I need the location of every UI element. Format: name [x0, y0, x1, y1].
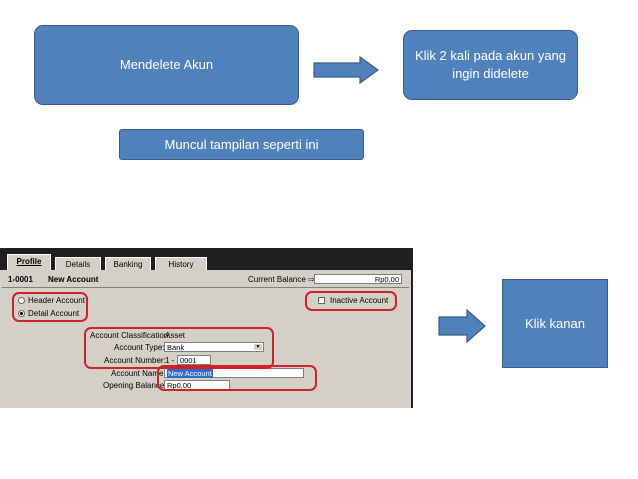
tab-bar: Profile Details Banking History — [0, 249, 411, 270]
account-type-select[interactable]: Bank ▼ — [164, 342, 264, 352]
step-box-view-appears: Muncul tampilan seperti ini — [119, 129, 364, 160]
account-number-field[interactable]: 0001 — [177, 355, 211, 365]
account-number-label: Account Number: — [104, 356, 166, 365]
tab-banking[interactable]: Banking — [105, 257, 151, 270]
highlight-account-kind — [12, 292, 88, 322]
divider — [2, 287, 409, 288]
step-box-right-click: Klik kanan — [502, 279, 608, 368]
account-number-header: 1-0001 — [8, 275, 33, 284]
classification-value: Asset — [165, 331, 186, 340]
step-box-double-click: Klik 2 kali pada akun yang ingin didelet… — [403, 30, 578, 100]
tab-profile[interactable]: Profile — [7, 254, 51, 270]
arrow-right-icon — [313, 56, 380, 84]
detail-account-radio[interactable] — [18, 310, 25, 317]
tab-history[interactable]: History — [155, 257, 207, 270]
step-text: Muncul tampilan seperti ini — [164, 136, 319, 152]
highlight-name-balance — [157, 365, 317, 391]
account-type-label: Account Type: — [114, 343, 165, 352]
step-text: Klik 2 kali pada akun yang ingin didelet… — [414, 48, 567, 81]
detail-account-label: Detail Account — [28, 309, 80, 318]
inactive-account-label: Inactive Account — [330, 296, 389, 305]
step-text: Klik kanan — [525, 315, 585, 331]
opening-balance-label: Opening Balance: — [103, 381, 167, 390]
current-balance-label: Current Balance ⇨: — [248, 275, 317, 284]
account-name-label: Account Name: — [111, 369, 166, 378]
classification-label: Account Classification: — [90, 331, 171, 340]
account-name-value: New Account — [167, 369, 213, 378]
current-balance-field: Rp0,00 — [314, 274, 402, 284]
header-account-radio[interactable] — [18, 297, 25, 304]
account-profile-window: Profile Details Banking History 1-0001 N… — [0, 248, 413, 408]
highlight-classification — [84, 327, 274, 369]
account-number-prefix: 1 - — [165, 356, 175, 365]
inactive-account-checkbox[interactable] — [318, 297, 325, 304]
dropdown-arrow-icon[interactable]: ▼ — [254, 344, 262, 350]
tab-details[interactable]: Details — [55, 257, 101, 270]
arrow-right-icon — [438, 309, 486, 343]
step-text: Mendelete Akun — [119, 57, 214, 73]
step-box-delete-account: Mendelete Akun — [34, 25, 299, 105]
highlight-inactive — [305, 291, 397, 311]
account-name-header: New Account — [48, 275, 99, 284]
account-type-value: Bank — [167, 343, 185, 352]
header-account-label: Header Account — [28, 296, 85, 305]
